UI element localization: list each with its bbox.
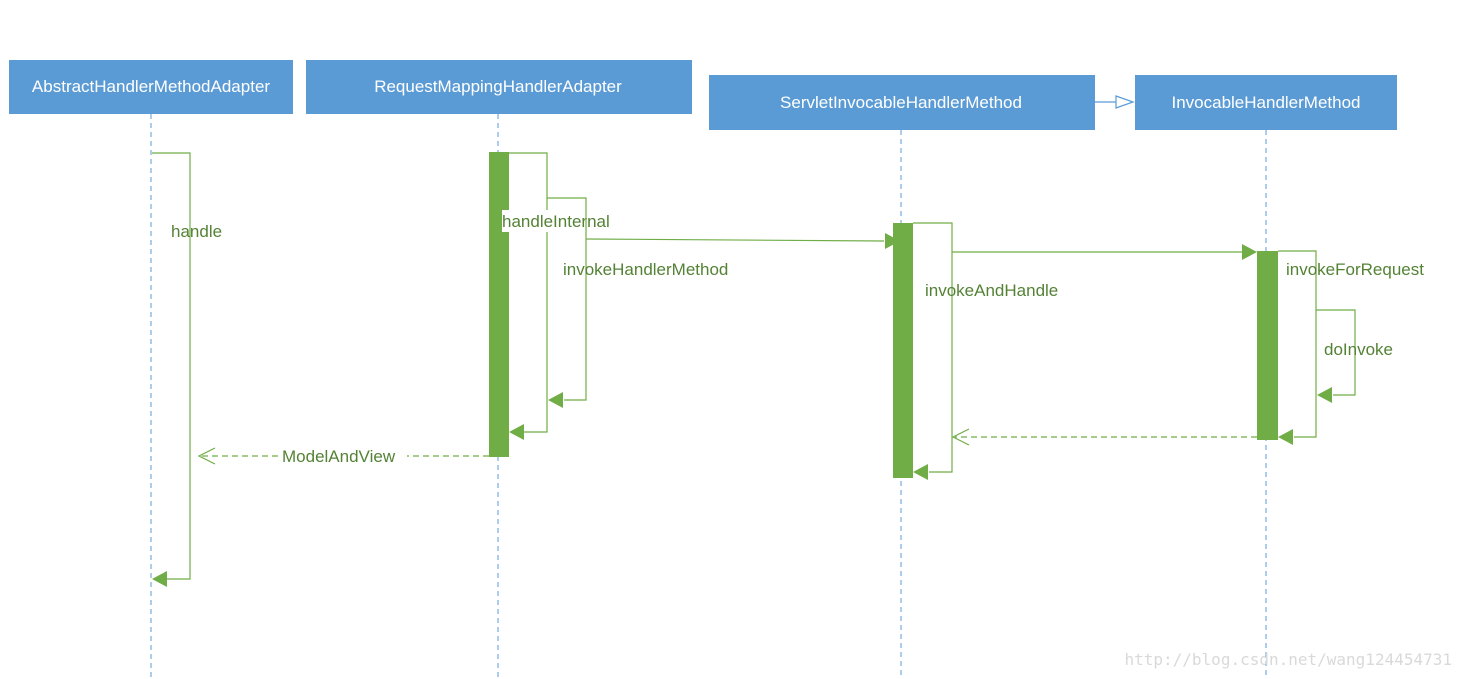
- message-invoke-for-request: invokeForRequest: [1278, 250, 1424, 445]
- message-handle: handle: [152, 152, 222, 587]
- message-return-invoke-for-request: [951, 428, 1257, 446]
- activation-servlet-invocable-handler-method: [893, 223, 913, 478]
- participant-label: InvocableHandlerMethod: [1171, 93, 1360, 112]
- message-invoke-and-handle: invokeAndHandle: [913, 222, 1058, 480]
- message-call-invoke-and-handle: [585, 233, 900, 249]
- message-handle-internal: handleInternal: [502, 152, 620, 440]
- message-label-invoke-handler-method: invokeHandlerMethod: [563, 260, 728, 279]
- activation-request-mapping-handler-adapter: [489, 152, 509, 457]
- participant-label: AbstractHandlerMethodAdapter: [32, 77, 270, 96]
- activation-invocable-handler-method: [1257, 251, 1278, 440]
- participant-label: RequestMappingHandlerAdapter: [374, 77, 622, 96]
- generalization-arrow: [1095, 95, 1135, 109]
- message-label-handle: handle: [171, 222, 222, 241]
- message-call-invoke-for-request: [952, 244, 1257, 260]
- message-label-do-invoke: doInvoke: [1324, 340, 1393, 359]
- message-label-invoke-and-handle: invokeAndHandle: [925, 281, 1058, 300]
- message-do-invoke: doInvoke: [1316, 309, 1393, 403]
- participant-request-mapping-handler-adapter[interactable]: RequestMappingHandlerAdapter: [306, 60, 692, 114]
- message-invoke-handler-method: invokeHandlerMethod: [547, 197, 728, 408]
- watermark-text: http://blog.csdn.net/wang124454731: [1124, 650, 1452, 669]
- message-label-handle-internal: handleInternal: [502, 212, 610, 231]
- participant-abstract-handler-method-adapter[interactable]: AbstractHandlerMethodAdapter: [9, 60, 293, 114]
- participant-invocable-handler-method[interactable]: InvocableHandlerMethod: [1135, 75, 1397, 130]
- message-model-and-view: ModelAndView: [197, 447, 489, 466]
- participant-servlet-invocable-handler-method[interactable]: ServletInvocableHandlerMethod: [709, 75, 1095, 130]
- message-label-model-and-view: ModelAndView: [282, 447, 396, 466]
- participant-label: ServletInvocableHandlerMethod: [780, 93, 1022, 112]
- message-label-invoke-for-request: invokeForRequest: [1286, 260, 1424, 279]
